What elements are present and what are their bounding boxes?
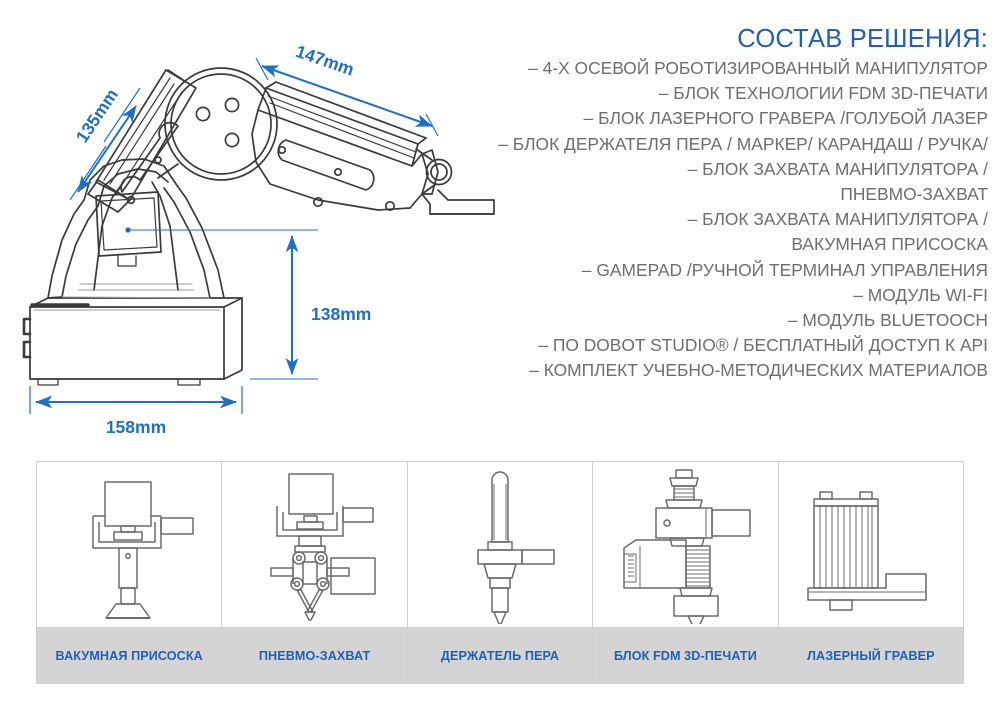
panel-laser-engraver[interactable]: ЛАЗЕРНЫЙ ГРАВЕР <box>778 462 964 683</box>
panel-label-pneumatic-gripper: ПНЕВМО-ЗАХВАТ <box>222 627 407 683</box>
panel-label-fdm-extruder: БЛОК FDM 3D-ПЕЧАТИ <box>593 627 778 683</box>
panel-pneumatic-gripper[interactable]: ПНЕВМО-ЗАХВАТ <box>222 462 408 683</box>
panel-artwork <box>222 462 406 627</box>
spec-item: – МОДУЛЬ BLUETOOCH <box>787 310 988 331</box>
accessory-panel-grid: ВАКУМНАЯ ПРИСОСКА <box>36 461 964 684</box>
spec-item: – БЛОК ЗАХВАТА МАНИПУЛЯТОРА / <box>687 158 988 179</box>
top-section: 135mm 147mm 138mm 158mm СОСТАВ РЕШЕНИЯ: … <box>18 14 988 444</box>
spec-item: – БЛОК ЗАХВАТА МАНИПУЛЯТОРА / <box>687 209 988 230</box>
panel-label-pen-holder: ДЕРЖАТЕЛЬ ПЕРА <box>407 627 593 683</box>
dimension-label-147mm: 147mm <box>293 41 357 80</box>
spec-item: – БЛОК ТЕХНОЛОГИИ FDM 3D-ПЕЧАТИ <box>658 83 988 104</box>
dimension-label-138mm: 138mm <box>311 304 371 324</box>
spec-item: – КОМПЛЕКТ УЧЕБНО-МЕТОДИЧЕСКИХ МАТЕРИАЛО… <box>529 360 988 381</box>
panel-label-vacuum-suction-cup: ВАКУМНАЯ ПРИСОСКА <box>37 627 222 683</box>
robot-arm-diagram: 135mm 147mm 138mm 158mm <box>18 14 498 444</box>
pen-holder-icon <box>477 470 555 624</box>
spec-list: – 4-Х ОСЕВОЙ РОБОТИЗИРОВАННЫЙ МАНИПУЛЯТО… <box>455 56 988 384</box>
spec-item: – БЛОК ЛАЗЕРНОГО ГРАВЕРА /ГОЛУБОЙ ЛАЗЕР <box>583 108 988 129</box>
fdm-extruder-icon <box>623 468 752 624</box>
robot-outline <box>22 67 495 386</box>
laser-engraver-icon <box>807 490 927 611</box>
vacuum-suction-cup-icon <box>92 480 194 619</box>
panel-artwork <box>593 462 777 627</box>
spec-item: – 4-Х ОСЕВОЙ РОБОТИЗИРОВАННЫЙ МАНИПУЛЯТО… <box>528 58 988 78</box>
panel-label-laser-engraver: ЛАЗЕРНЫЙ ГРАВЕР <box>778 627 964 683</box>
spec-item: ВАКУМНАЯ ПРИСОСКА <box>791 234 988 255</box>
page-title: СОСТАВ РЕШЕНИЯ: <box>737 25 988 53</box>
panel-vacuum-suction-cup[interactable]: ВАКУМНАЯ ПРИСОСКА <box>37 462 223 683</box>
spec-item: – GAMEPAD /РУЧНОЙ ТЕРМИНАЛ УПРАВЛЕНИЯ <box>581 259 988 280</box>
panel-artwork <box>37 462 221 627</box>
solution-spec-block: СОСТАВ РЕШЕНИЯ: – 4-Х ОСЕВОЙ РОБОТИЗИРОВ… <box>455 22 988 384</box>
panel-fdm-extruder[interactable]: БЛОК FDM 3D-ПЕЧАТИ <box>593 462 779 683</box>
panel-artwork <box>408 462 592 627</box>
dimension-label-158mm: 158mm <box>106 417 166 437</box>
panel-pen-holder[interactable]: ДЕРЖАТЕЛЬ ПЕРА <box>407 462 594 683</box>
pneumatic-gripper-icon <box>269 472 376 621</box>
spec-item: – МОДУЛЬ WI-FI <box>853 284 988 305</box>
spec-item: – ПО DOBOT STUDIO® / БЕСПЛАТНЫЙ ДОСТУП К… <box>538 335 988 356</box>
panel-artwork <box>779 462 963 627</box>
spec-item: ПНЕВМО-ЗАХВАТ <box>840 184 988 205</box>
spec-item: – БЛОК ДЕРЖАТЕЛЯ ПЕРА / МАРКЕР/ КАРАНДАШ… <box>498 133 988 154</box>
